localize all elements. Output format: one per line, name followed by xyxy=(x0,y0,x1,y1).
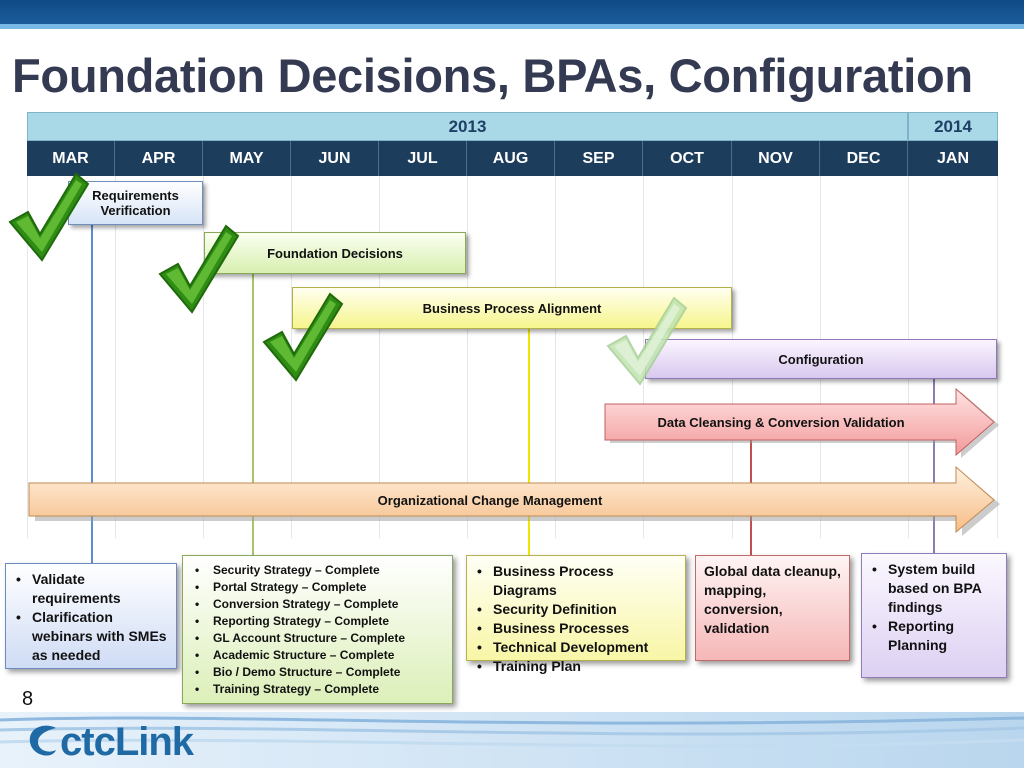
list-item: GL Account Structure – Complete xyxy=(193,630,442,647)
connector-configuration xyxy=(933,379,935,553)
foundation-notes-box: Security Strategy – Complete Portal Stra… xyxy=(182,555,453,704)
list-item: Portal Strategy – Complete xyxy=(193,579,442,596)
grid-line xyxy=(379,176,380,538)
list-item: Technical Development xyxy=(475,638,677,657)
footer-wave xyxy=(0,712,1024,768)
top-banner xyxy=(0,0,1024,24)
data-cleansing-notes-box: Global data cleanup, mapping, conversion… xyxy=(695,555,850,661)
month-cell: SEP xyxy=(555,141,643,176)
requirements-verification-bar: Requirements Verification xyxy=(68,181,203,225)
connector-requirements xyxy=(91,225,93,563)
month-cell: JAN xyxy=(908,141,998,176)
top-banner-accent xyxy=(0,24,1024,29)
list-item: Business Process Diagrams xyxy=(475,562,677,600)
list-item: Clarification webinars with SMEs as need… xyxy=(14,608,168,665)
checkmark-icon xyxy=(8,172,90,262)
list-item: Security Strategy – Complete xyxy=(193,562,442,579)
data-cleansing-arrow xyxy=(604,387,999,458)
slide-title: Foundation Decisions, BPAs, Configuratio… xyxy=(12,49,973,102)
grid-line xyxy=(467,176,468,538)
data-cleansing-label: Data Cleansing & Conversion Validation xyxy=(657,414,905,430)
grid-line xyxy=(555,176,556,538)
list-item: Academic Structure – Complete xyxy=(193,647,442,664)
month-cell: NOV xyxy=(732,141,820,176)
list-item: Business Processes xyxy=(475,619,677,638)
month-cell: AUG xyxy=(467,141,555,176)
list-item: System build based on BPA findings xyxy=(870,560,998,617)
list-item: Reporting Planning xyxy=(870,617,998,655)
list-item: Training Strategy – Complete xyxy=(193,681,442,698)
year-2014-cell: 2014 xyxy=(908,112,998,141)
ocm-arrow xyxy=(28,466,1000,536)
connector-foundation xyxy=(252,274,254,555)
checkmark-icon xyxy=(262,292,344,382)
configuration-bar: Configuration xyxy=(645,339,997,379)
checkmark-icon xyxy=(158,224,240,314)
list-item: Reporting Strategy – Complete xyxy=(193,613,442,630)
ctclink-logo: ctcLink xyxy=(60,720,194,764)
month-cell: OCT xyxy=(643,141,732,176)
list-item: Training Plan xyxy=(475,657,677,676)
month-cell: JUL xyxy=(379,141,467,176)
month-header-row: MAR APR MAY JUN JUL AUG SEP OCT NOV DEC … xyxy=(27,141,998,176)
month-cell: APR xyxy=(115,141,203,176)
ocm-label: Organizational Change Management xyxy=(377,492,603,508)
grid-line xyxy=(27,176,28,538)
bpa-notes-box: Business Process Diagrams Security Defin… xyxy=(466,555,686,676)
month-cell: JUN xyxy=(291,141,379,176)
month-cell: MAR xyxy=(27,141,115,176)
business-process-alignment-bar: Business Process Alignment xyxy=(292,287,732,329)
configuration-notes-box: System build based on BPA findings Repor… xyxy=(861,553,1007,678)
page-number: 8 xyxy=(22,688,34,710)
list-item: Conversion Strategy – Complete xyxy=(193,596,442,613)
year-2013-cell: 2013 xyxy=(27,112,908,141)
month-cell: DEC xyxy=(820,141,908,176)
grid-line xyxy=(203,176,204,538)
list-item: Validate requirements xyxy=(14,570,168,608)
checkmark-faded-icon xyxy=(606,296,688,386)
requirements-notes-box: Validate requirements Clarification webi… xyxy=(5,563,177,669)
connector-bpa xyxy=(528,329,530,555)
logo-swirl-icon xyxy=(29,725,56,756)
grid-line xyxy=(997,176,998,538)
month-cell: MAY xyxy=(203,141,291,176)
grid-line xyxy=(115,176,116,538)
list-item: Security Definition xyxy=(475,600,677,619)
foundation-decisions-bar: Foundation Decisions xyxy=(204,232,466,274)
list-item: Bio / Demo Structure – Complete xyxy=(193,664,442,681)
year-header-row: 2013 2014 xyxy=(27,112,998,141)
